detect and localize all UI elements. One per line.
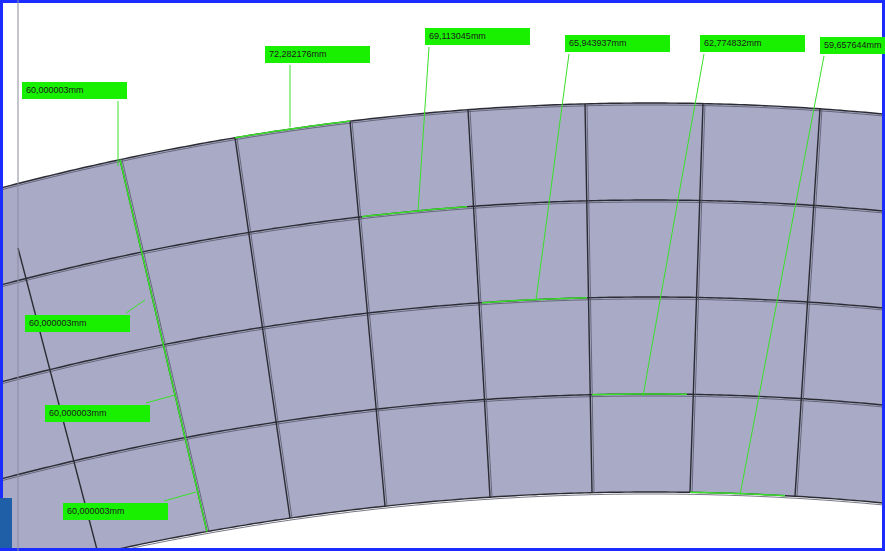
leader-line <box>118 101 119 166</box>
leader-line <box>290 65 291 127</box>
leader-line <box>418 47 429 212</box>
tile-joint <box>0 396 885 481</box>
tile-band <box>0 103 885 551</box>
tile-joint <box>797 109 822 496</box>
tile-joint <box>0 103 885 188</box>
tile-joint <box>0 394 885 479</box>
leader-line <box>643 54 704 396</box>
tile-joint <box>0 492 885 551</box>
dimension-label: 60,000003mm <box>22 82 127 99</box>
tile-joint <box>350 121 385 506</box>
dimension-edge <box>690 492 785 495</box>
tile-joint <box>122 160 209 532</box>
tile-joint <box>692 104 705 493</box>
view-cube-icon <box>0 498 12 548</box>
dimension-edge <box>482 298 587 303</box>
tile-joint <box>0 105 885 190</box>
dimension-edge <box>362 207 467 217</box>
dimension-label: 72,282176mm <box>265 46 370 63</box>
tile-joint <box>352 121 387 506</box>
tile-joint <box>470 110 492 497</box>
dimension-label: 69,113045mm <box>425 28 530 45</box>
dimension-edge <box>120 160 207 532</box>
dimension-label: 60,000003mm <box>45 405 150 422</box>
dimension-label: 60,000003mm <box>25 315 130 332</box>
leader-line <box>164 492 196 501</box>
tile-joint <box>120 160 207 532</box>
tile-joint <box>690 104 703 493</box>
tile-joint <box>795 109 820 496</box>
tile-joint <box>0 297 885 382</box>
leader-line <box>740 56 824 495</box>
dimension-label: 60,000003mm <box>63 503 168 520</box>
tile-joint <box>0 494 885 551</box>
leader-line <box>536 54 569 300</box>
tile-joint <box>237 138 292 518</box>
tile-joint <box>468 110 490 497</box>
tile-joint <box>587 104 594 493</box>
viewport-edge <box>18 0 19 551</box>
dimension-label: 65,943937mm <box>565 35 670 52</box>
dimension-edge <box>592 393 687 395</box>
dimension-label: 62,774832mm <box>700 35 805 52</box>
tile-joint <box>235 138 290 518</box>
dimension-edge <box>235 121 350 138</box>
tile-joint <box>0 299 885 384</box>
dimension-label: 59,657644mm <box>820 37 885 54</box>
leader-line <box>146 395 175 403</box>
leader-line <box>126 300 145 313</box>
